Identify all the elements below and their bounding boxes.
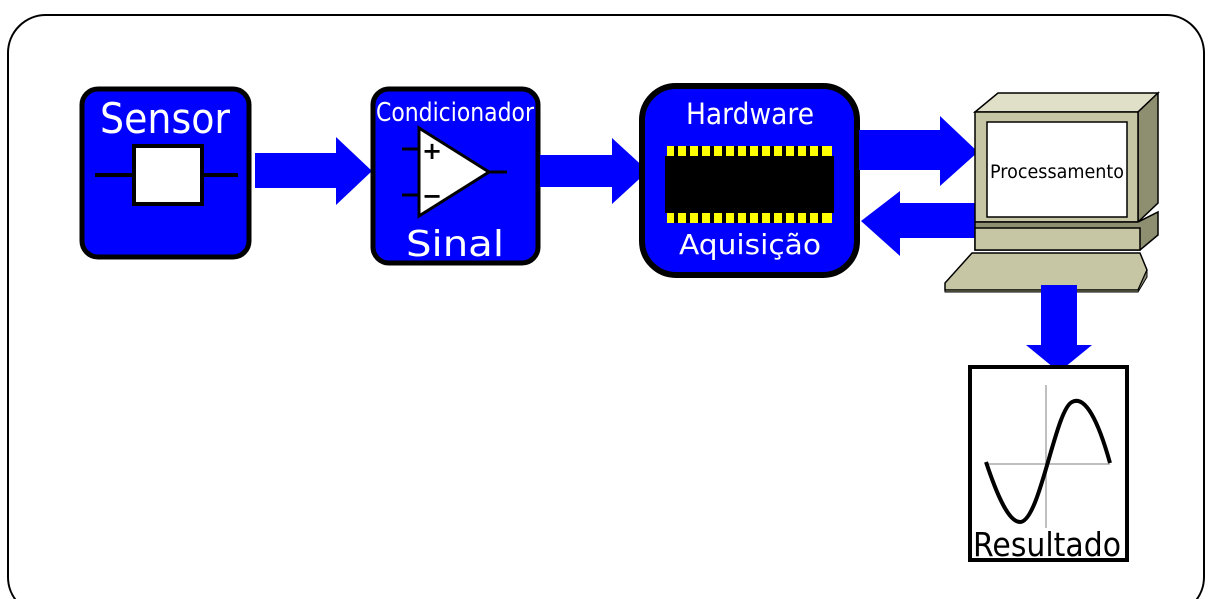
arrow-hardware-to-computer <box>859 116 978 186</box>
opamp-minus-sign: − <box>422 182 442 210</box>
opamp-plus-sign: + <box>422 137 442 165</box>
hardware-label-bottom: Aquisição <box>679 228 821 261</box>
conditioner-label-top: Condicionador <box>376 98 534 128</box>
conditioner-label-bottom: Sinal <box>406 224 504 265</box>
keyboard-icon <box>944 252 1148 291</box>
chip-icon <box>665 146 834 223</box>
computer-icon: Processamento <box>944 91 1160 293</box>
arrow-conditioner-to-hardware <box>540 138 648 204</box>
conditioner-block: Condicionador + − Sinal <box>370 86 541 266</box>
hardware-label-top: Hardware <box>686 97 814 131</box>
hardware-block: Hardware Aquisição <box>639 83 860 278</box>
sensor-element <box>132 144 204 206</box>
computer-screen <box>986 121 1128 218</box>
result-sine-wave <box>984 398 1112 525</box>
result-label: Resultado <box>973 525 1121 564</box>
sensor-label: Sensor <box>100 94 231 143</box>
result-block: Resultado <box>968 365 1129 564</box>
sensor-block: Sensor <box>79 86 252 260</box>
opamp-triangle-icon <box>417 125 492 219</box>
arrow-computer-to-hardware <box>861 191 976 256</box>
computer-label: Processamento <box>990 161 1124 183</box>
arrow-computer-to-result <box>1026 285 1092 372</box>
arrow-sensor-to-conditioner <box>255 137 372 205</box>
